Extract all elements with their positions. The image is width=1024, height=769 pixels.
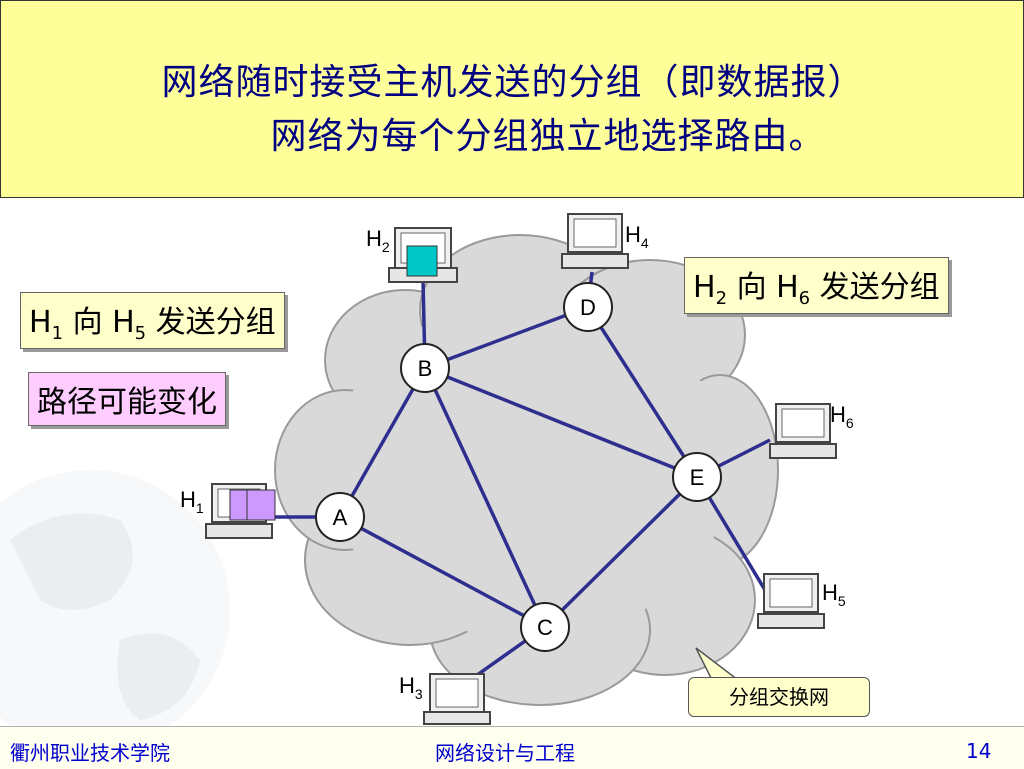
node-label-b: B: [418, 356, 433, 381]
label-h2-to-h6: H2 向 H6 发送分组: [684, 257, 949, 314]
link-b-d: [424, 305, 589, 370]
host-h1: [205, 483, 276, 539]
host-label-h6: H6: [830, 402, 854, 431]
link-a-b: [338, 367, 427, 518]
globe-watermark: [0, 470, 230, 750]
footer: 衢州职业技术学院 网络设计与工程 14: [0, 726, 1024, 769]
node-e: [672, 452, 722, 502]
node-b: [400, 343, 450, 393]
footer-course: 网络设计与工程: [435, 741, 575, 765]
link-b-c: [423, 367, 547, 628]
node-label-e: E: [690, 465, 705, 490]
callout-packet-switching-network: 分组交换网: [688, 677, 870, 717]
label-h1-to-h5: H1 向 H5 发送分组: [20, 292, 285, 349]
host-h5: [757, 573, 825, 629]
host-h6: [769, 403, 837, 459]
host-label-h1: H1: [180, 487, 204, 516]
packet-icon-h1b: [246, 489, 276, 521]
host-label-h4: H4: [625, 222, 649, 251]
packet-icon-h2: [406, 245, 438, 277]
link-d-e: [586, 306, 699, 478]
title-line-2: 网络为每个分组独立地选择路由。: [270, 116, 826, 157]
page-number: 14: [966, 739, 992, 763]
host-label-h3: H3: [399, 673, 423, 702]
link-b-e: [424, 366, 698, 479]
link-a-c: [339, 515, 546, 629]
node-label-c: C: [537, 615, 553, 640]
label-path-may-change: 路径可能变化: [28, 372, 226, 426]
host-h4: [561, 213, 629, 269]
host-h2: [388, 227, 458, 283]
node-a: [315, 492, 365, 542]
link-c-e: [543, 475, 699, 629]
node-label-d: D: [580, 295, 596, 320]
title-line-1: 网络随时接受主机发送的分组（即数据报）: [161, 62, 865, 103]
node-label-a: A: [333, 505, 348, 530]
host-label-h5: H5: [822, 580, 846, 609]
node-c: [520, 602, 570, 652]
host-h3: [423, 673, 491, 725]
footer-school: 衢州职业技术学院: [10, 741, 170, 765]
host-label-h2: H2: [366, 226, 390, 255]
node-d: [563, 282, 613, 332]
title-box: 网络随时接受主机发送的分组（即数据报） 网络为每个分组独立地选择路由。: [0, 0, 1024, 198]
